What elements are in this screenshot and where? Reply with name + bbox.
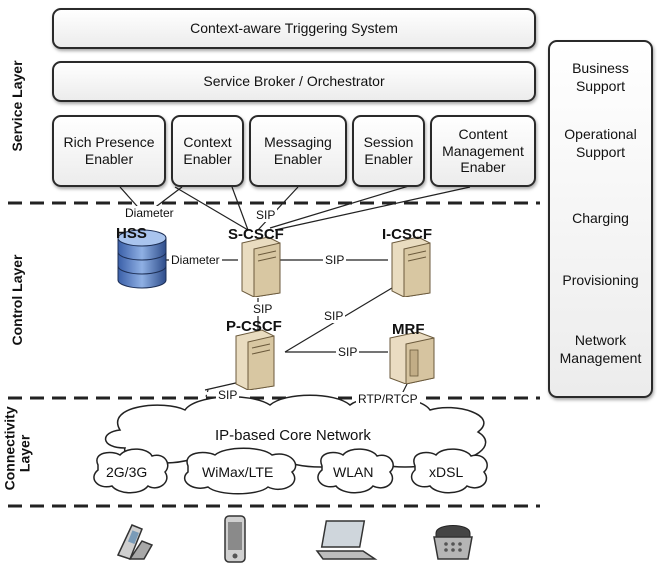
access-wimax-label: WiMax/LTE <box>202 464 274 480</box>
support-side-panel <box>548 40 653 398</box>
cloud-wimax <box>183 447 297 495</box>
sip-label-p-m: SIP <box>336 345 360 359</box>
hss-database-icon <box>117 229 167 289</box>
rich-presence-enabler: Rich Presence Enabler <box>52 115 166 187</box>
business-support-label: Business Support <box>572 60 629 94</box>
access-2g3g-label: 2G/3G <box>106 464 148 480</box>
link-content-scscf <box>274 186 471 231</box>
i-cscf-server-icon <box>391 236 431 297</box>
control-layer-label: Control Layer <box>9 254 25 346</box>
content-management-enabler: Content Management Enaber <box>430 115 536 187</box>
operational-support-label: Operational Support <box>564 126 637 160</box>
laptop-icon <box>315 520 378 560</box>
s-cscf-label: S-CSCF <box>228 226 284 243</box>
s-cscf-server-icon <box>241 236 281 297</box>
triggering-system-box: Context-aware Triggering System <box>52 8 536 49</box>
service-layer-label: Service Layer <box>9 60 25 152</box>
sip-label-s-i: SIP <box>323 253 347 267</box>
sip-label-p-i: SIP <box>322 309 346 323</box>
network-management-label: Network Management <box>559 332 642 366</box>
context-enabler: Context Enabler <box>171 115 244 187</box>
sip-label-bottom: SIP <box>216 388 240 402</box>
mrf-server-icon <box>389 331 435 384</box>
p-cscf-label: P-CSCF <box>226 318 282 335</box>
session-enabler: Session Enabler <box>352 115 425 187</box>
sip-label-top: SIP <box>254 208 278 222</box>
link-session-scscf <box>269 184 413 229</box>
link-context2-scscf <box>174 186 249 231</box>
smartphone-icon <box>224 515 246 563</box>
sip-label-s-p: SIP <box>251 302 275 316</box>
mrf-label: MRF <box>392 321 425 338</box>
connectivity-layer-label: Connectivity Layer <box>1 406 34 493</box>
diameter-label-top: Diameter <box>123 206 176 220</box>
i-cscf-label: I-CSCF <box>382 226 432 243</box>
service-broker-box: Service Broker / Orchestrator <box>52 61 536 102</box>
diameter-label-mid: Diameter <box>169 253 222 267</box>
link-context-scscf <box>231 186 249 231</box>
cloud-xdsl <box>410 448 488 494</box>
connectivity-layer-text: Connectivity Layer <box>1 406 33 491</box>
provisioning-label: Provisioning <box>562 272 639 288</box>
access-wlan-label: WLAN <box>333 464 374 480</box>
charging-label: Charging <box>572 210 629 226</box>
core-network-label: IP-based Core Network <box>215 427 371 444</box>
access-xdsl-label: xDSL <box>429 464 464 480</box>
cloud-wlan <box>317 448 394 494</box>
desk-phone-icon <box>433 525 473 560</box>
cloud-2g3g <box>93 448 169 494</box>
hss-label: HSS <box>116 225 147 242</box>
rtp-rtcp-label: RTP/RTCP <box>356 392 420 406</box>
flip-phone-icon <box>116 524 154 560</box>
p-cscf-server-icon <box>235 329 275 390</box>
link-pcscf-down <box>204 381 241 391</box>
messaging-enabler: Messaging Enabler <box>249 115 347 187</box>
link-messaging-scscf <box>257 186 299 231</box>
